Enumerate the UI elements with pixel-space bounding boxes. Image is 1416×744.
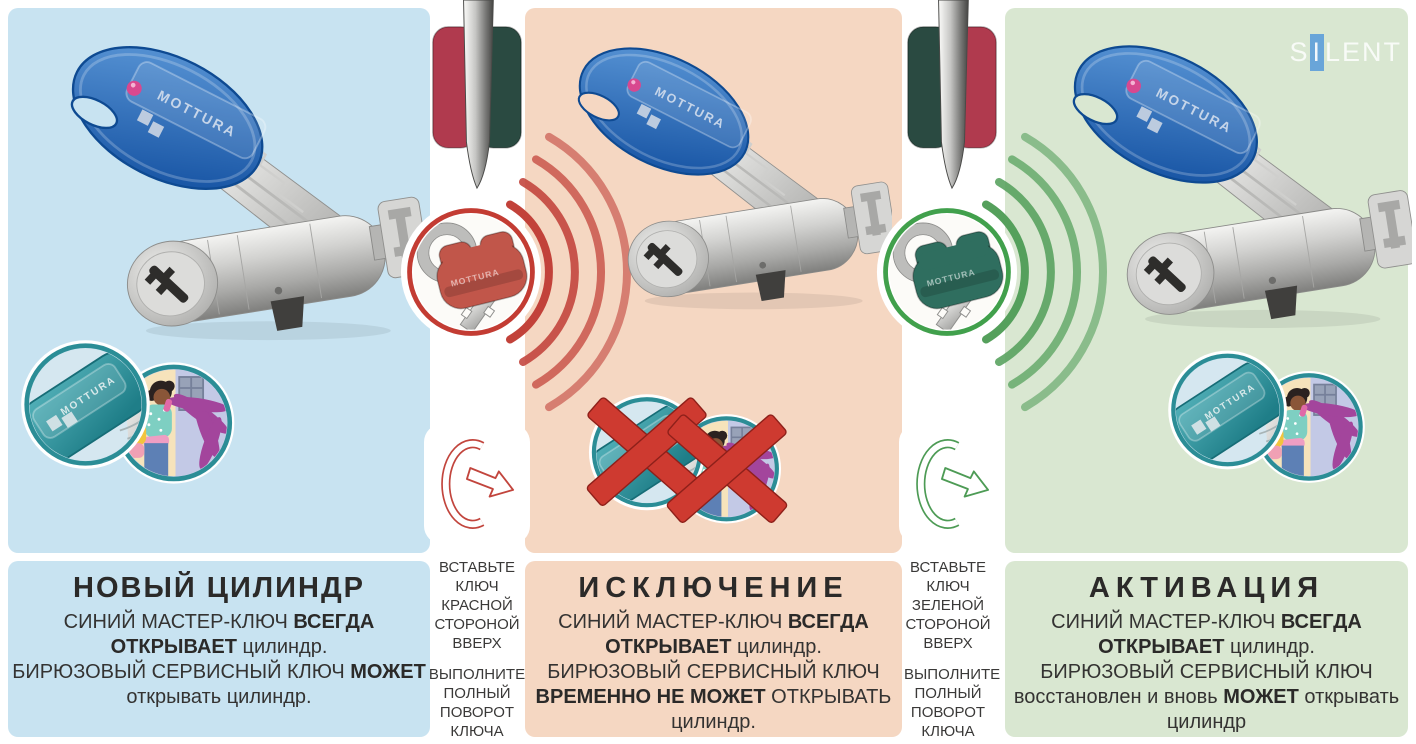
step-insert-text: ВСТАВЬТЕ КЛЮЧ КРАСНОЙ СТОРОНОЙ ВВЕРХ <box>434 559 520 652</box>
master-key-cylinder-photo: MOTTURA <box>540 26 892 311</box>
desc-line: СИНИЙ МАСТЕР-КЛЮЧ ВСЕГДА <box>1051 611 1362 633</box>
master-key-cylinder-photo: MOTTURA <box>1032 22 1412 330</box>
desc-line: БИРЮЗОВЫЙ СЕРВИСНЫЙ КЛЮЧ <box>1040 661 1373 683</box>
desc-line: ОТКРЫВАЕТ цилиндр. <box>110 636 328 658</box>
desc-line: БИРЮЗОВЫЙ СЕРВИСНЫЙ КЛЮЧ <box>547 661 880 683</box>
desc-line: СИНИЙ МАСТЕР-КЛЮЧ ВСЕГДА <box>63 611 375 633</box>
panel-description: СИНИЙ МАСТЕР-КЛЮЧ ВСЕГДА ОТКРЫВАЕТ цилин… <box>525 610 902 735</box>
two-sided-key-edge-icon <box>429 0 525 192</box>
desc-line: ВРЕМЕННО НЕ МОЖЕТ ОТКРЫВАТЬ <box>535 686 892 708</box>
panel-description: СИНИЙ МАСТЕР-КЛЮЧ ВСЕГДА ОТКРЫВАЕТ цилин… <box>8 610 430 710</box>
silent-logo-prefix: S <box>1289 37 1310 67</box>
red-service-key-badge: MOTTURA <box>399 200 543 344</box>
step-turn-text: ВЫПОЛНИТЕ ПОЛНЫЙ ПОВОРОТ КЛЮЧА <box>428 666 526 740</box>
panel-activation-text: АКТИВАЦИЯ СИНИЙ МАСТЕР-КЛЮЧ ВСЕГДА ОТКРЫ… <box>1005 561 1408 737</box>
green-service-key-badge: MOTTURA <box>875 200 1019 344</box>
panel-description: СИНИЙ МАСТЕР-КЛЮЧ ВСЕГДА ОТКРЫВАЕТ цилин… <box>1005 610 1408 735</box>
step-column-green: ВСТАВЬТЕ КЛЮЧ ЗЕЛЕНОЙ СТОРОНОЙ ВВЕРХ ВЫП… <box>904 558 1001 744</box>
panel-new-cylinder-text: НОВЫЙ ЦИЛИНДР СИНИЙ МАСТЕР-КЛЮЧ ВСЕГДА О… <box>8 561 430 737</box>
step-turn-text: ВЫПОЛНИТЕ ПОЛНЫЙ ПОВОРОТ КЛЮЧА <box>904 666 1001 740</box>
panel-title: НОВЫЙ ЦИЛИНДР <box>73 572 365 604</box>
desc-line: СИНИЙ МАСТЕР-КЛЮЧ ВСЕГДА <box>558 611 869 633</box>
two-sided-key-edge-icon <box>904 0 1000 192</box>
desc-line: ОТКРЫВАЕТ цилиндр. <box>1098 636 1315 658</box>
silent-logo-suffix: LENT <box>1324 37 1402 67</box>
desc-line: цилиндр <box>1166 711 1247 733</box>
panel-title: АКТИВАЦИЯ <box>1088 572 1325 604</box>
master-key-cylinder-photo: MOTTURA <box>28 22 424 342</box>
desc-line: открывать цилиндр. <box>126 686 312 708</box>
step-column-red: ВСТАВЬТЕ КЛЮЧ КРАСНОЙ СТОРОНОЙ ВВЕРХ ВЫП… <box>418 558 536 744</box>
rotate-key-icon-red <box>435 434 519 534</box>
rotate-key-step-box <box>899 424 1005 544</box>
panel-title: ИСКЛЮЧЕНИЕ <box>578 572 849 604</box>
rotate-key-step-box <box>424 424 530 544</box>
desc-line: ОТКРЫВАЕТ цилиндр. <box>605 636 822 658</box>
service-key-closeup-and-nanny-photos: MOTTURA <box>10 320 240 513</box>
rotate-key-icon-green <box>910 434 994 534</box>
service-key-closeup-and-nanny-photos: MOTTURA <box>1158 332 1370 510</box>
desc-line: БИРЮЗОВЫЙ СЕРВИСНЫЙ КЛЮЧ МОЖЕТ <box>12 661 426 683</box>
silent-logo-highlight: I <box>1310 34 1324 71</box>
desc-line: цилиндр. <box>671 711 756 733</box>
step-insert-text: ВСТАВЬТЕ КЛЮЧ ЗЕЛЕНОЙ СТОРОНОЙ ВВЕРХ <box>905 559 991 652</box>
desc-line: восстановлен и вновь МОЖЕТ открывать <box>1013 686 1400 708</box>
panel-exception-text: ИСКЛЮЧЕНИЕ СИНИЙ МАСТЕР-КЛЮЧ ВСЕГДА ОТКР… <box>525 561 902 737</box>
crossed-out-icon <box>662 404 792 534</box>
